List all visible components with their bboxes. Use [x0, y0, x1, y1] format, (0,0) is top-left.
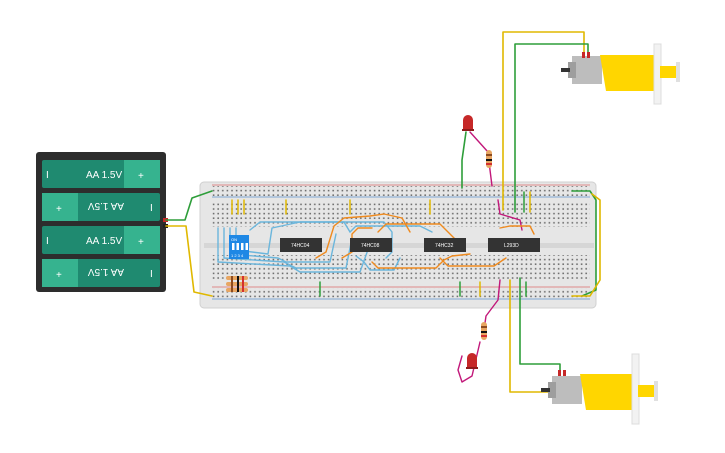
- battery-pack[interactable]: I + AA 1.5V + I AA 1.5V I + AA 1.5V +: [36, 152, 168, 292]
- power-rail-bottom: [212, 288, 590, 298]
- chip-74hc32[interactable]: 74HC32: [424, 238, 466, 252]
- led-bottom[interactable]: [466, 353, 478, 369]
- terminal-strip-bottom: [212, 255, 590, 279]
- chip-74hc08[interactable]: 74HC08: [350, 238, 392, 252]
- resistor-led-top[interactable]: [486, 150, 492, 168]
- wire-motor1-green: [514, 43, 589, 213]
- battery-cell-3: I + AA 1.5V: [42, 226, 160, 254]
- resistor-led-bottom[interactable]: [481, 322, 487, 340]
- dc-motor-top[interactable]: [561, 43, 680, 105]
- dc-motor-bottom[interactable]: [541, 353, 658, 425]
- power-rail-top: [212, 186, 590, 196]
- cell-3-label: AA 1.5V: [86, 236, 122, 247]
- wire-battery-positive: [165, 190, 213, 221]
- battery-cell-4: + I AA 1.5V: [42, 259, 160, 287]
- cell-minus-sign: I: [150, 203, 153, 214]
- cell-1-label: AA 1.5V: [86, 170, 122, 181]
- resistor-group-left[interactable]: [226, 276, 248, 292]
- chip-l293d[interactable]: L293D: [488, 238, 540, 252]
- dip-switch-pins: 1 2 3 4: [231, 253, 244, 258]
- wire-motor2-green: [519, 277, 561, 375]
- chip-label: 74HC04: [291, 243, 310, 249]
- chip-label: L293D: [504, 243, 519, 249]
- cell-minus-sign: I: [150, 269, 153, 280]
- chip-74hc04[interactable]: 74HC04: [280, 238, 322, 252]
- chip-label: 74HC08: [361, 243, 380, 249]
- cell-4-label: AA 1.5V: [88, 266, 124, 277]
- battery-cell-2: + I AA 1.5V: [42, 193, 160, 221]
- cell-plus-sign: +: [56, 204, 62, 215]
- chip-label: 74HC32: [435, 243, 454, 249]
- dip-switch[interactable]: ON 1 2 3 4: [229, 235, 249, 259]
- center-channel: [204, 243, 594, 248]
- led-top[interactable]: [462, 115, 474, 131]
- terminal-strip-top: [212, 203, 590, 227]
- dip-switch-label: ON: [231, 237, 237, 242]
- cell-minus-sign: I: [46, 236, 49, 247]
- cell-2-label: AA 1.5V: [88, 200, 124, 211]
- battery-cell-1: I + AA 1.5V: [42, 160, 160, 188]
- wire-motor1-yellow: [502, 31, 585, 211]
- wire-battery-negative: [165, 225, 213, 297]
- cell-plus-sign: +: [138, 171, 144, 182]
- breadboard[interactable]: [199, 181, 597, 309]
- cell-plus-sign: +: [138, 237, 144, 248]
- cell-minus-sign: I: [46, 170, 49, 181]
- cell-plus-sign: +: [56, 270, 62, 281]
